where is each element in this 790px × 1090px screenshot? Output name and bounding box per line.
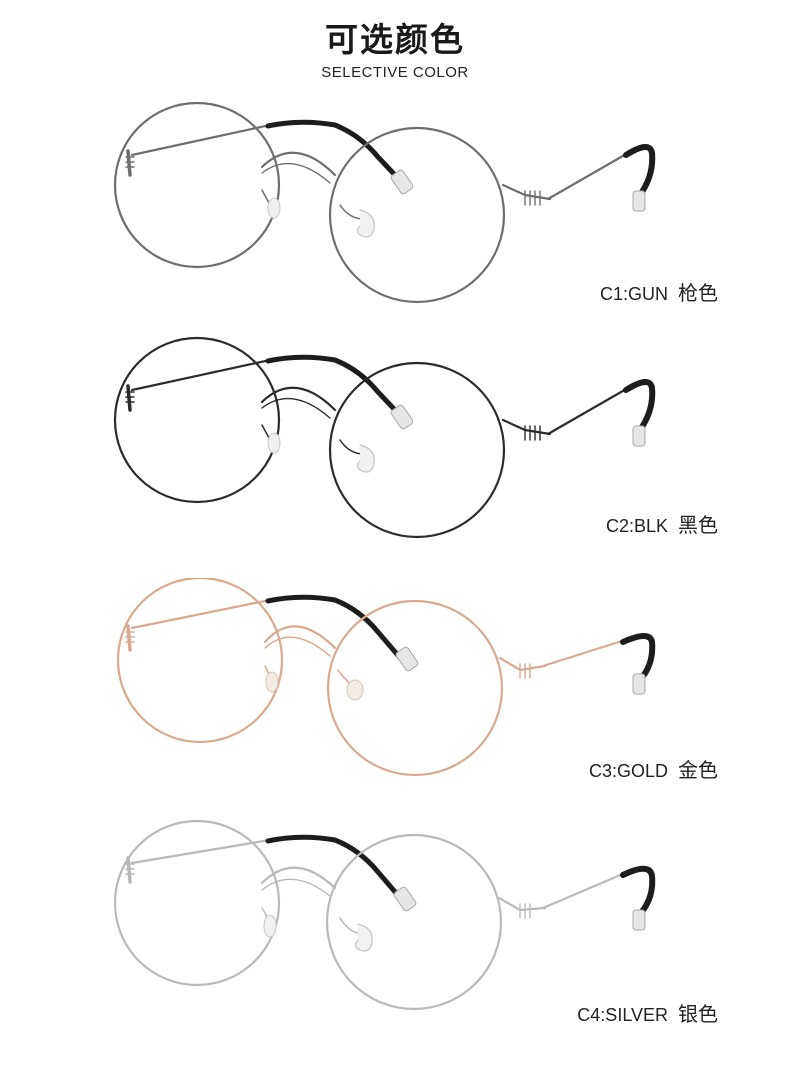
round-glasses-icon [113, 336, 656, 539]
color-code: C2:BLK [605, 516, 668, 536]
color-name: 银色 [678, 1002, 718, 1026]
color-label-black: C2:BLK 黑色 [606, 513, 718, 538]
variant-black: C2:BLK 黑色 [0, 330, 790, 575]
color-name: 金色 [678, 758, 718, 782]
color-label-gun: C1:GUN 枪色 [600, 281, 718, 306]
page-header: 可选颜色 SELECTIVE COLOR [0, 18, 790, 81]
color-code: C3:GOLD [588, 761, 668, 781]
page-title: 可选颜色 [325, 20, 465, 59]
color-code: C1:GUN [599, 284, 668, 304]
variant-silver: C4:SILVER 银色 [0, 818, 790, 1063]
color-name: 枪色 [678, 281, 718, 305]
round-glasses-icon [116, 578, 656, 777]
color-code: C4:SILVER [577, 1005, 668, 1025]
variant-gold: C3:GOLD 金色 [0, 578, 790, 823]
page-subtitle: SELECTIVE COLOR [321, 64, 469, 81]
round-glasses-icon [113, 819, 656, 1011]
color-label-gold: C3:GOLD 金色 [589, 758, 718, 783]
round-glasses-icon [113, 101, 656, 304]
color-label-silver: C4:SILVER 银色 [577, 1002, 718, 1027]
variant-gun: C1:GUN 枪色 [0, 95, 790, 340]
color-name: 黑色 [678, 513, 718, 537]
